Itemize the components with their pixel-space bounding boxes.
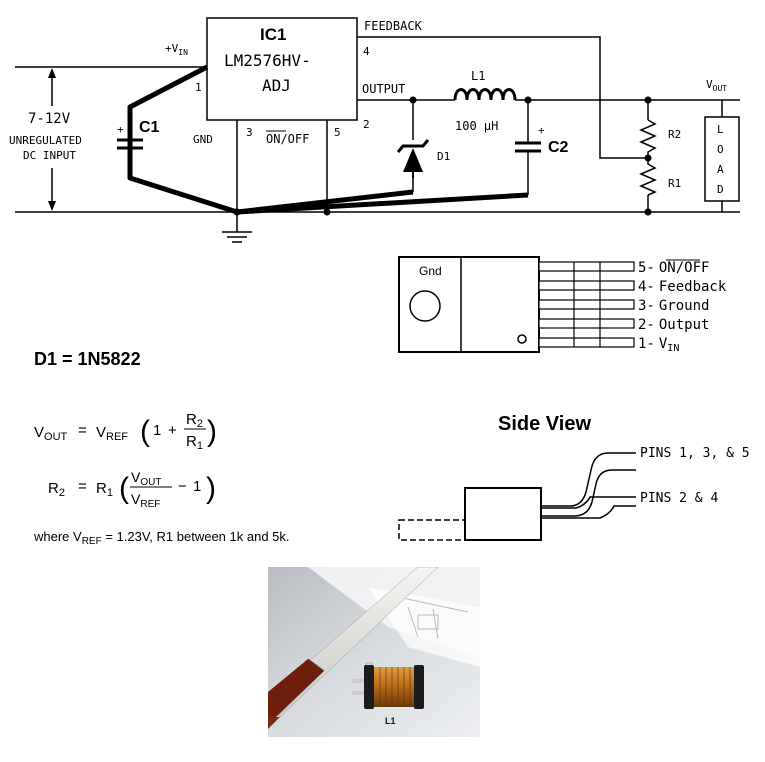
pins-bottom-label: PINS 2 & 4 [640,491,718,506]
vout-junction [644,96,652,104]
c2-polarity: + [538,124,545,137]
package-pin-1 [538,337,635,348]
pin1-marker [517,334,527,344]
svg-text:(: ( [119,472,129,505]
formula1-one: 1 [153,422,161,439]
input-voltage: 7-12V [28,111,71,127]
inductor-photo: L1 [268,567,480,737]
ground-junction [233,208,241,216]
formula1-eq: = [78,422,87,439]
pin3-number: 3 [246,126,253,139]
formula1-lhs: VOUT [34,424,68,443]
input-line2: UNREGULATED [9,134,82,147]
svg-text:): ) [207,415,217,448]
load-letter-3: A [717,163,724,176]
gnd-label: GND [193,133,213,146]
r1-ground-junction [644,208,652,216]
formula2-r1: R1 [96,480,113,499]
formula-r2: R2 = R1 ( VOUT VREF − 1 ) [48,469,216,510]
r2-name: R2 [668,128,681,141]
formula2-eq: = [78,478,87,495]
c1-name: C1 [139,119,160,136]
package-side-view [398,452,636,541]
c1-polarity: + [117,123,124,136]
c2-junction [524,96,532,104]
r1-name: R1 [668,177,681,190]
c1-heavy-loop [127,64,238,215]
vout-label: VOUT [706,78,727,93]
pin1-number: 1 [195,81,202,94]
load-letter-4: D [717,183,724,196]
photo-caption: L1 [385,716,396,726]
formula1-plus: + [168,422,177,439]
formula2-minus: − [178,478,187,495]
resistor-r1 [639,158,657,196]
svg-text:): ) [206,472,216,505]
feedback-label: FEEDBACK [364,19,423,33]
formula1-vref: VREF [96,424,128,443]
input-line3: DC INPUT [23,149,76,162]
l1-name: L1 [471,69,485,83]
load-letter-2: O [717,143,724,156]
formula2-num: VOUT [131,469,161,488]
package-pin-3 [538,299,635,310]
c2-name: C2 [548,139,569,156]
c2-ground-heavy [236,192,529,215]
diode-d1 [396,139,430,178]
package-front-view: Gnd [398,256,635,353]
vin-label: +VIN [165,42,188,57]
side-view-title: Side View [498,413,591,435]
ic1-name: IC1 [260,25,286,44]
pin2-number: 2 [363,118,370,131]
mount-hole [409,290,441,322]
d1-name: D1 [437,150,450,163]
feedback-wire [357,36,648,159]
pin-label-2: 2-Output [638,317,709,333]
l1-value: 100 μH [455,119,498,133]
pin-label-3: 3-Ground [638,298,709,314]
pin5-junction [323,208,331,216]
formula2-lhs: R2 [48,480,65,499]
ic1-body [206,17,358,121]
formula1-den: R1 [186,433,203,452]
arrowhead-down [48,201,56,211]
pin5-number: 5 [334,126,341,139]
d1-part-number: D1 = 1N5822 [34,349,141,369]
c2-capacitor [515,141,541,153]
ic1-part-line2: ADJ [262,76,291,95]
formula2-one: 1 [193,478,201,495]
formula1-num: R2 [186,411,203,430]
pin-label-5: 5-ON/OFF [638,260,709,276]
formula-vout: VOUT = VREF ( 1 + R2 R1 ) [34,411,217,452]
svg-text:(: ( [140,415,150,448]
formula2-den: VREF [131,491,160,510]
pin4-number: 4 [363,45,370,58]
package-pin-2 [538,318,635,329]
package-pin-4 [538,280,635,291]
package-pin-5 [538,261,635,272]
onoff-label: ON/OFF [266,132,309,146]
inductor-l1 [453,88,517,101]
formula-note: where VREF = 1.23V, R1 between 1k and 5k… [33,529,290,547]
pin-label-4: 4-Feedback [638,279,727,295]
diode-junction [409,96,417,104]
arrowhead-up [48,68,56,78]
gnd-tab-label: Gnd [419,264,442,278]
ic1-part-line1: LM2576HV- [224,51,311,70]
load-letter-1: L [717,123,724,136]
pins-top-label: PINS 1, 3, & 5 [640,446,750,461]
pin-label-1: 1-VIN [638,336,679,354]
output-label: OUTPUT [362,82,405,96]
resistor-r2 [639,119,657,158]
c1-capacitor [117,138,143,150]
